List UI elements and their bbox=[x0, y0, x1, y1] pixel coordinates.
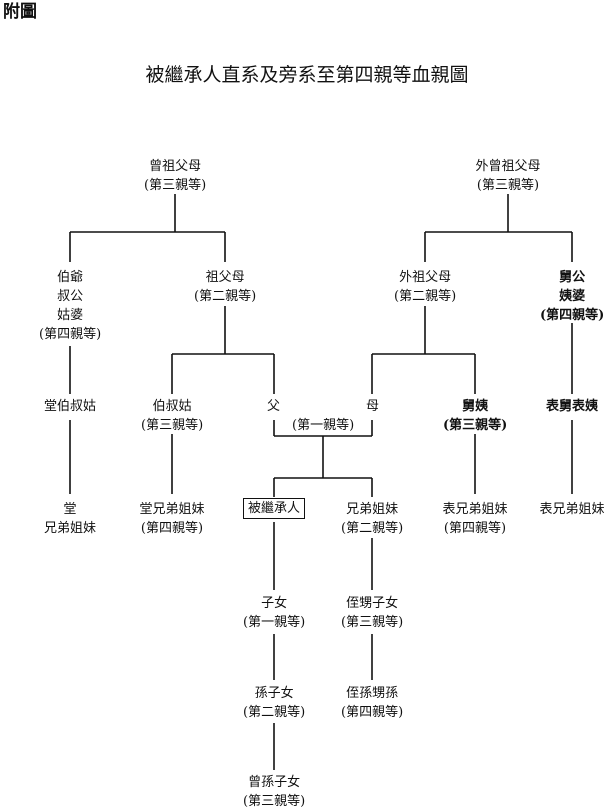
node-name: 舅姨 bbox=[462, 399, 489, 414]
node-name: 兄弟姐妹 bbox=[44, 521, 97, 536]
node-degree: (第三親等) bbox=[144, 178, 207, 193]
paternal-cousins-node: 堂兄弟姐妹 (第四親等) bbox=[140, 500, 205, 538]
node-name: 堂 bbox=[63, 502, 77, 517]
grandchildren-node: 孫子女 (第二親等) bbox=[243, 684, 305, 722]
maternal-cousins-node: 表兄弟姐妹 (第四親等) bbox=[443, 500, 508, 538]
decedent-node: 被繼承人 bbox=[243, 498, 306, 519]
node-degree: (第三親等) bbox=[341, 615, 404, 630]
node-degree: (第一親等) bbox=[292, 418, 355, 433]
node-name: 侄甥子女 bbox=[346, 596, 399, 611]
siblings-node: 兄弟姐妹 (第二親等) bbox=[341, 500, 403, 538]
node-degree: (第二親等) bbox=[194, 289, 257, 304]
grandparents-node: 祖父母 (第二親等) bbox=[194, 268, 256, 306]
node-degree: (第三親等) bbox=[443, 418, 508, 433]
node-name: 伯爺 bbox=[57, 270, 84, 285]
uncles-aunts-node: 伯叔姑 (第三親等) bbox=[141, 397, 203, 435]
node-name: 兄弟姐妹 bbox=[346, 502, 399, 517]
node-name: 外曾祖父母 bbox=[475, 159, 541, 174]
maternal-great-grandparents-node: 外曾祖父母 (第三親等) bbox=[476, 157, 541, 195]
node-name: 曾祖父母 bbox=[149, 159, 202, 174]
parents-degree-label: (第一親等) bbox=[292, 416, 354, 435]
granduncles-node: 伯爺 叔公 姑婆 (第四親等) bbox=[39, 268, 101, 344]
node-degree: (第二親等) bbox=[243, 705, 306, 720]
node-name: 祖父母 bbox=[205, 270, 245, 285]
maternal-cousin-parents-node: 表舅表姨 bbox=[546, 397, 598, 416]
node-degree: (第三親等) bbox=[476, 178, 540, 193]
node-degree: (第二親等) bbox=[341, 521, 404, 536]
node-name: 叔公 bbox=[57, 289, 84, 304]
node-name: 被繼承人 bbox=[248, 501, 301, 516]
node-degree: (第四親等) bbox=[341, 705, 404, 720]
paternal-second-cousins-node: 堂 兄弟姐妹 bbox=[44, 500, 96, 538]
node-name: 表兄弟姐妹 bbox=[539, 502, 605, 517]
node-name: 侄孫甥孫 bbox=[346, 686, 399, 701]
father-label: 父 bbox=[267, 399, 281, 414]
node-name: 堂伯叔姑 bbox=[44, 399, 97, 414]
node-degree: (第四親等) bbox=[540, 308, 605, 323]
maternal-grandparents-node: 外祖父母 (第二親等) bbox=[394, 268, 456, 306]
node-name: 孫子女 bbox=[254, 686, 294, 701]
great-grandparents-node: 曾祖父母 (第三親等) bbox=[144, 157, 206, 195]
grandnephews-node: 侄孫甥孫 (第四親等) bbox=[341, 684, 403, 722]
mother-label: 母 bbox=[366, 399, 380, 414]
great-grandchildren-node: 曾孫子女 (第三親等) bbox=[243, 773, 305, 811]
maternal-granduncles-node: 舅公 姨婆 (第四親等) bbox=[540, 268, 604, 325]
node-name: 舅公 bbox=[559, 270, 586, 285]
node-degree: (第四親等) bbox=[140, 521, 204, 536]
node-degree: (第三親等) bbox=[141, 418, 204, 433]
corner-label: 附圖 bbox=[3, 2, 37, 22]
node-degree: (第一親等) bbox=[243, 615, 306, 630]
node-name: 外祖父母 bbox=[399, 270, 452, 285]
node-name: 伯叔姑 bbox=[152, 399, 192, 414]
node-degree: (第四親等) bbox=[39, 327, 102, 342]
node-name: 曾孫子女 bbox=[248, 775, 301, 790]
node-name: 姨婆 bbox=[559, 289, 586, 304]
node-degree: (第三親等) bbox=[243, 794, 306, 809]
node-degree: (第二親等) bbox=[394, 289, 457, 304]
node-degree: (第四親等) bbox=[443, 521, 507, 536]
diagram-title: 被繼承人直系及旁系至第四親等血親圖 bbox=[145, 64, 469, 86]
paternal-cousin-parents-node: 堂伯叔姑 bbox=[44, 397, 96, 416]
node-name: 表舅表姨 bbox=[546, 399, 599, 414]
maternal-uncles-aunts-node: 舅姨 (第三親等) bbox=[443, 397, 507, 435]
node-name: 姑婆 bbox=[57, 308, 84, 323]
nephews-nieces-node: 侄甥子女 (第三親等) bbox=[341, 594, 403, 632]
node-name: 子女 bbox=[261, 596, 288, 611]
node-name: 堂兄弟姐妹 bbox=[139, 502, 205, 517]
node-name: 表兄弟姐妹 bbox=[442, 502, 508, 517]
children-node: 子女 (第一親等) bbox=[243, 594, 305, 632]
maternal-second-cousins-node: 表兄弟姐妹 bbox=[540, 500, 605, 519]
